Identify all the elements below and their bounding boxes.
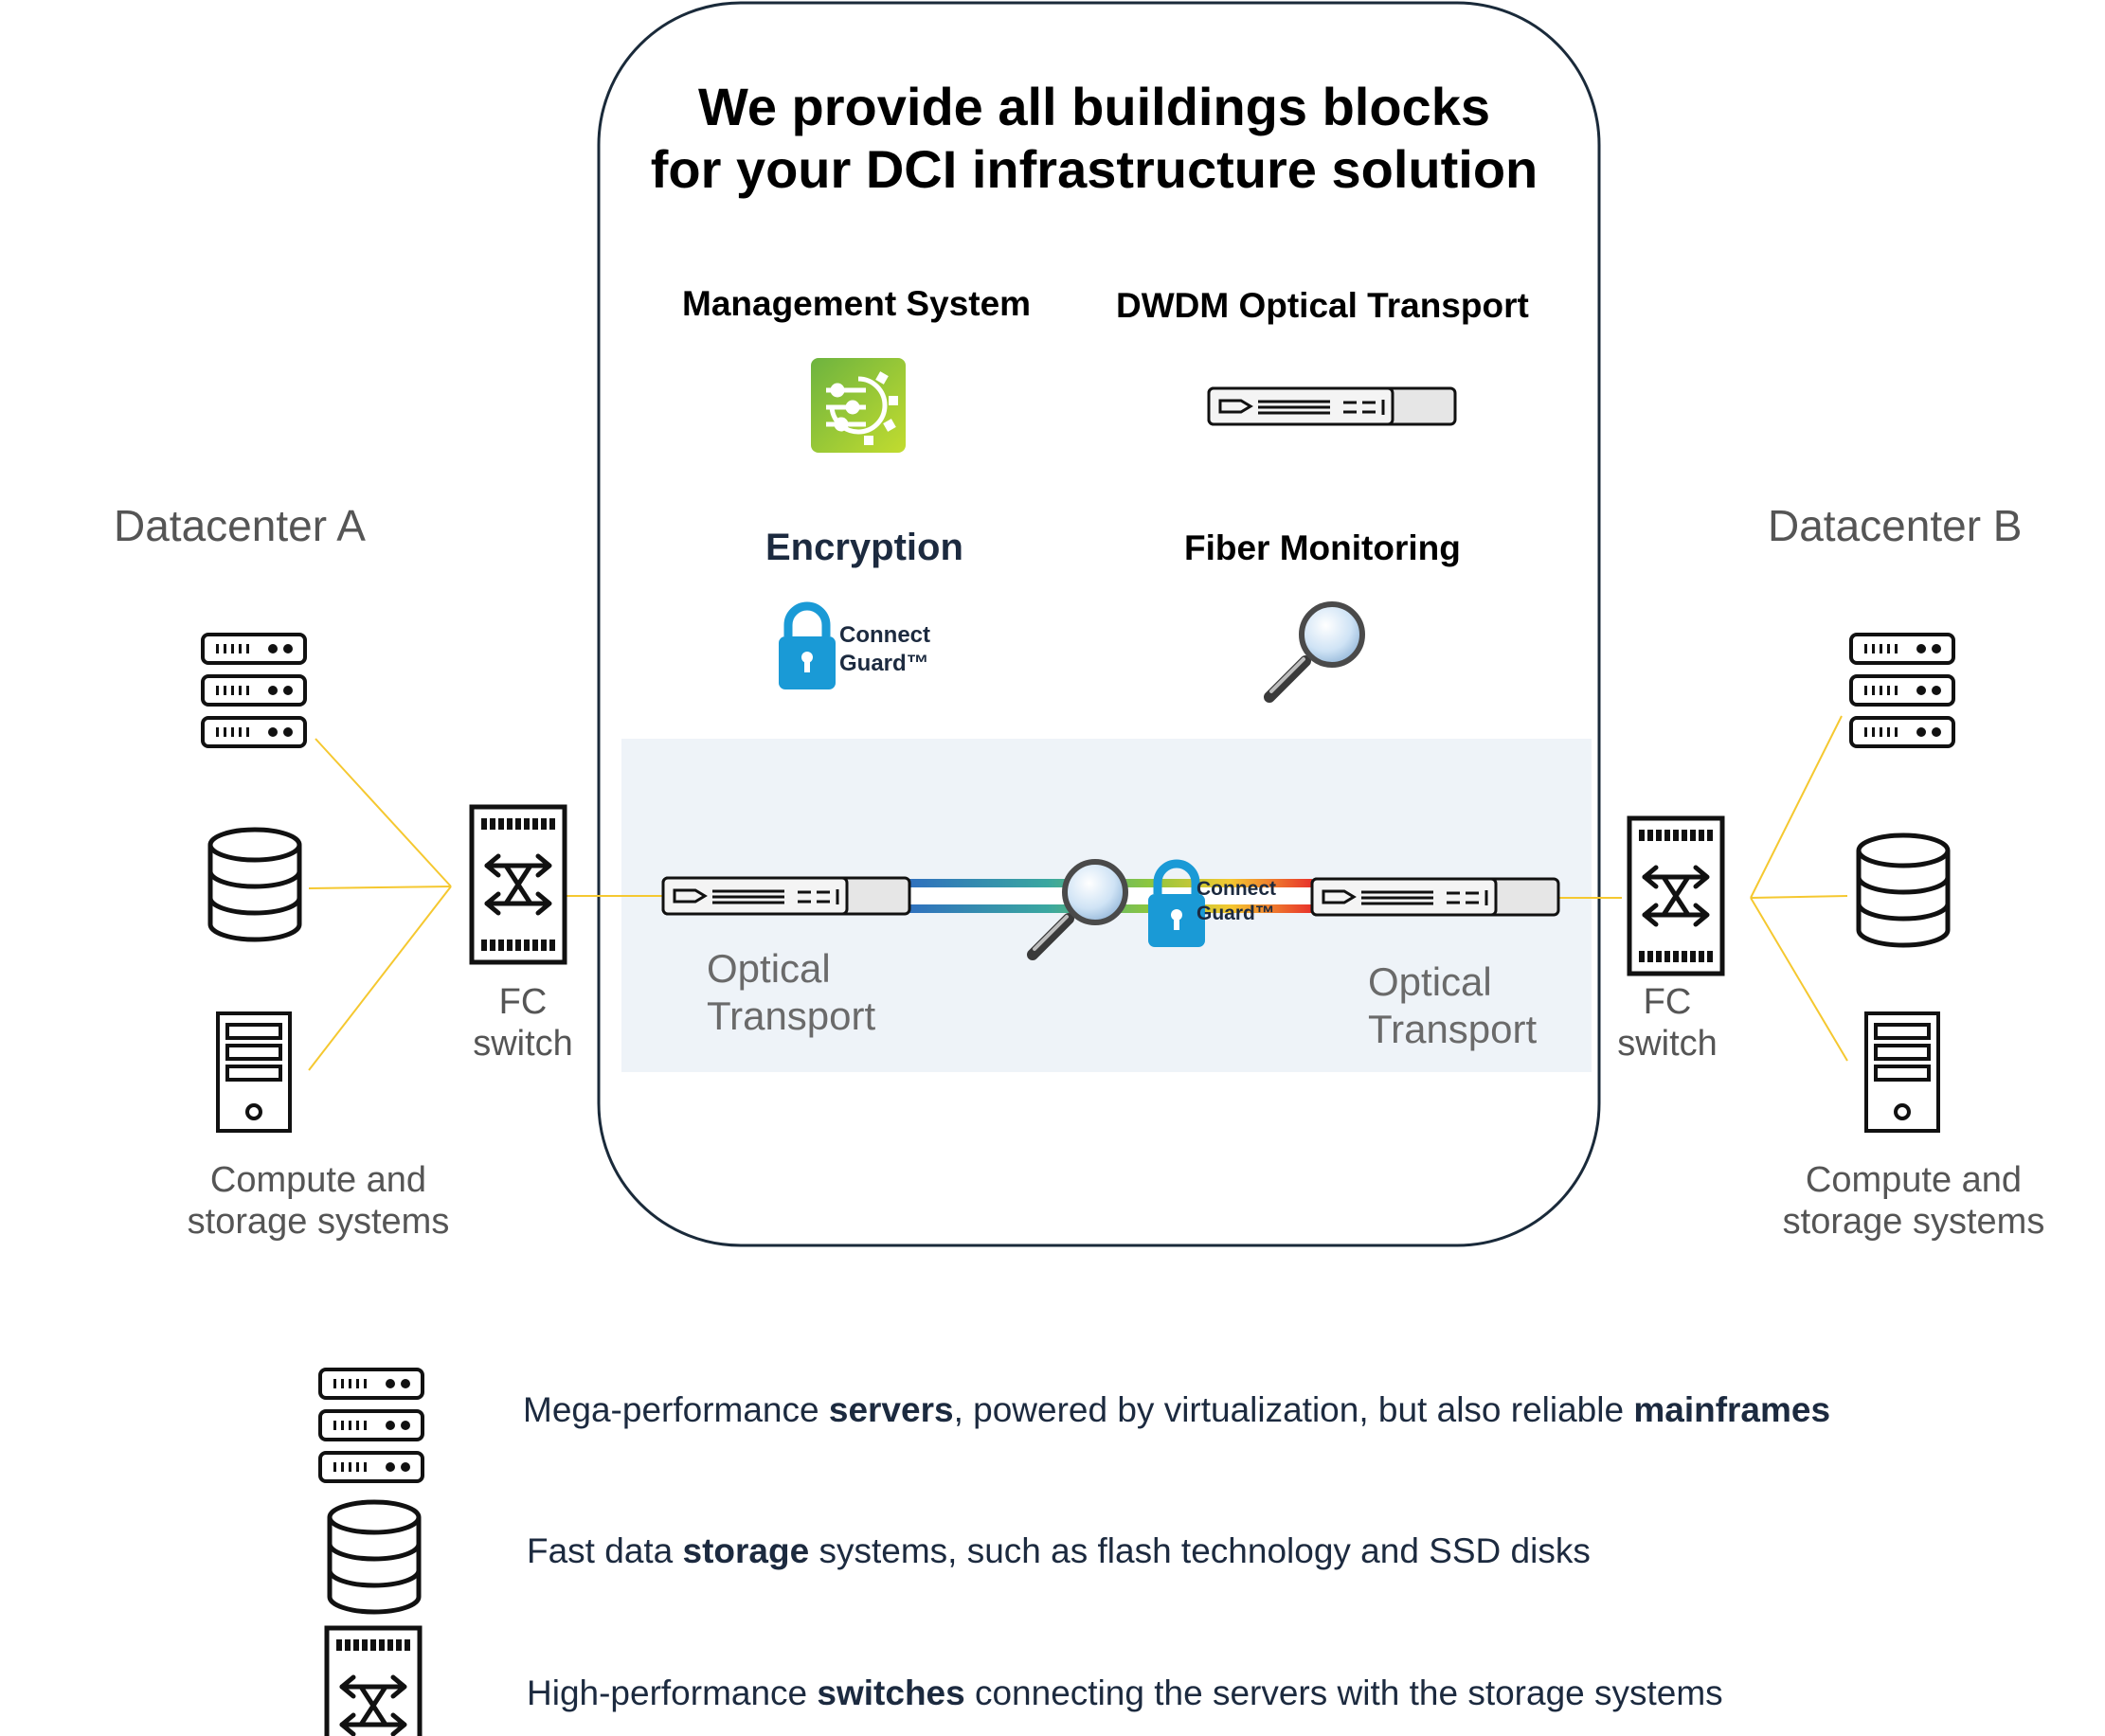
optical-transport-device-icon — [661, 876, 911, 916]
tower-server-icon — [1864, 1011, 1940, 1133]
database-icon — [330, 1502, 419, 1612]
fc-switch-icon — [327, 1628, 420, 1736]
optical-transport-device-icon — [1207, 386, 1457, 426]
settings-gear-icon — [811, 358, 906, 453]
datacenter-a-title: Datacenter A — [114, 501, 366, 550]
optical-transport-device-icon — [1310, 877, 1560, 917]
fc-switch-icon — [1629, 818, 1722, 974]
systems-b-label: Compute and storage systems — [1782, 1160, 2045, 1242]
server-rack-icon — [201, 633, 307, 748]
connection-lines — [308, 715, 1848, 1071]
tower-server-icon — [216, 1011, 292, 1133]
server-rack-icon — [1849, 633, 1955, 748]
optical-transport-right-label: Optical Transport — [1368, 959, 1538, 1051]
database-icon — [1859, 835, 1948, 945]
legend-servers: Mega-performance servers, powered by vir… — [523, 1390, 1831, 1429]
server-rack-icon — [318, 1368, 424, 1483]
connectguard-brand: Connect Guard™ — [839, 622, 930, 676]
dwdm-caption: DWDM Optical Transport — [1116, 286, 1529, 325]
optical-transport-left-label: Optical Transport — [707, 946, 876, 1038]
fc-switch-a-label: FC switch — [473, 982, 573, 1064]
systems-a-label: Compute and storage systems — [187, 1160, 450, 1242]
fc-switch-b-label: FC switch — [1617, 982, 1718, 1064]
legend-switches: High-performance switches connecting the… — [527, 1673, 1723, 1712]
datacenter-b-title: Datacenter B — [1768, 501, 2023, 550]
encryption-caption: Encryption — [765, 527, 963, 568]
management-caption: Management System — [682, 284, 1032, 323]
fiber-caption: Fiber Monitoring — [1184, 528, 1461, 567]
database-icon — [210, 830, 299, 940]
page-title: We provide all buildings blocks for your… — [650, 77, 1538, 199]
connectguard-link-brand: Connect Guard™ — [1196, 878, 1276, 924]
fc-switch-icon — [472, 807, 565, 962]
legend-storage: Fast data storage systems, such as flash… — [527, 1531, 1591, 1570]
